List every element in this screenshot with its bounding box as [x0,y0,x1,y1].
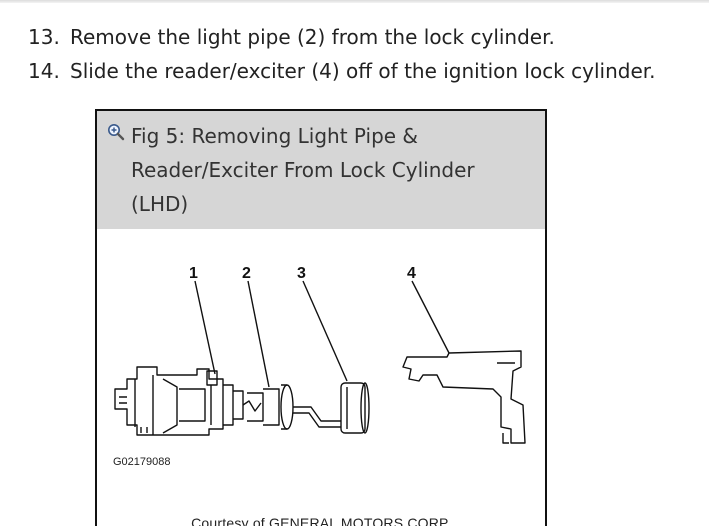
figure-credit: Courtesy of GENERAL MOTORS CORP. [191,515,451,526]
leader-line-1 [194,280,216,375]
reader-exciter-ring [340,382,370,434]
step-text: Remove the light pipe (2) from the lock … [70,25,555,49]
steps-list: 13. Remove the light pipe (2) from the l… [28,20,698,88]
top-divider [0,0,709,3]
lock-cylinder-diagram[interactable]: 1 2 3 4 [97,229,545,509]
zoom-in-icon[interactable] [107,123,125,141]
housing-bracket [402,350,526,444]
figure-panel: Fig 5: Removing Light Pipe & Reader/Exci… [95,109,547,526]
figure-body: 1 2 3 4 [97,229,545,526]
step-text: Slide the reader/exciter (4) off of the … [70,59,656,83]
callout-1: 1 [189,265,198,282]
light-pipe [242,384,294,430]
leader-line-4 [411,280,450,354]
list-item: 14. Slide the reader/exciter (4) off of … [28,54,698,88]
list-item: 13. Remove the light pipe (2) from the l… [28,20,698,54]
figure-title-line: (LHD) [131,192,189,216]
step-number: 14. [28,59,60,83]
figure-header: Fig 5: Removing Light Pipe & Reader/Exci… [97,111,545,229]
lock-cylinder [114,366,244,436]
callout-2: 2 [242,265,251,282]
figure-code: G02179088 [113,456,171,468]
step-number: 13. [28,25,60,49]
callout-3: 3 [297,265,306,282]
figure-title-line: Fig 5: Removing Light Pipe & [131,124,419,148]
leader-line-3 [302,280,348,382]
figure-title-line: Reader/Exciter From Lock Cylinder [131,158,475,182]
leader-line-2 [247,280,270,388]
callout-4: 4 [407,265,416,282]
